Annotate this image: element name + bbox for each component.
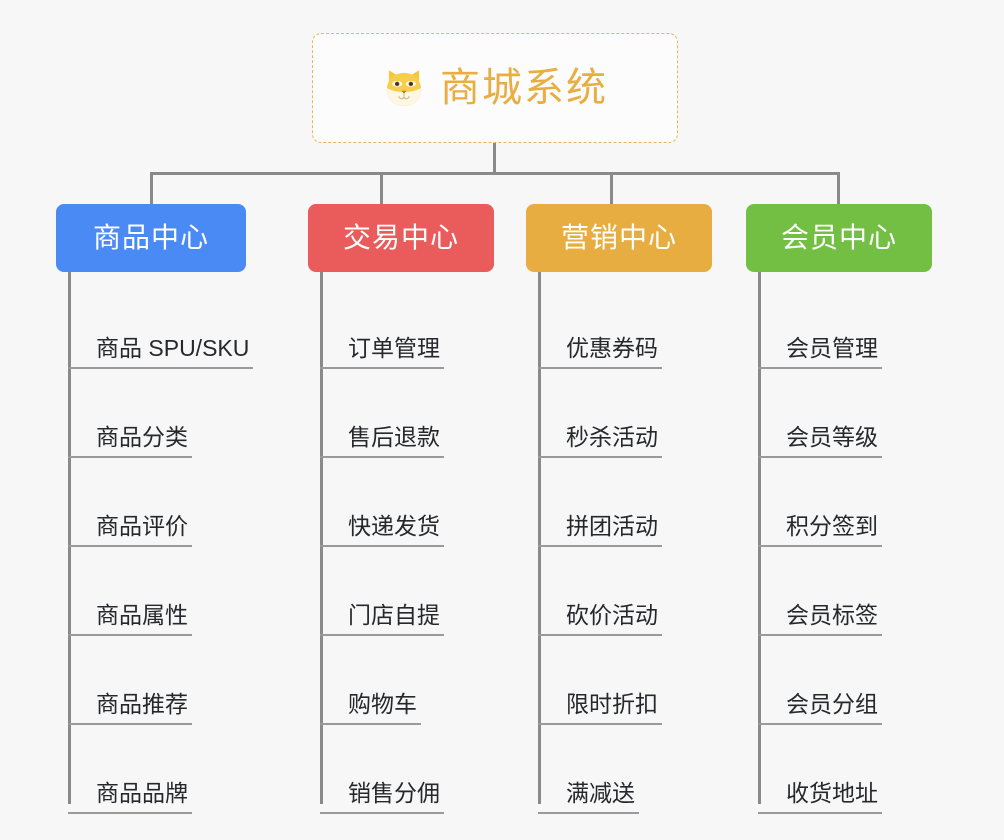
leaf-item[interactable]: 商品推荐	[68, 636, 246, 725]
leaf-label: 商品评价	[68, 513, 192, 547]
branch-header-3[interactable]: 会员中心	[746, 204, 932, 272]
leaf-label: 积分签到	[758, 513, 882, 547]
leaf-item[interactable]: 优惠券码	[538, 280, 712, 369]
leaf-label: 收货地址	[758, 780, 882, 814]
branch-spine-1	[320, 272, 323, 804]
branch-column-3: 会员中心 会员管理 会员等级 积分签到 会员标签 会员分组 收货地址	[746, 204, 932, 814]
leaf-item[interactable]: 砍价活动	[538, 547, 712, 636]
root-node[interactable]: 商城系统	[312, 33, 678, 143]
leaf-label: 售后退款	[320, 424, 444, 458]
leaf-label: 满减送	[538, 780, 639, 814]
branch-header-2[interactable]: 营销中心	[526, 204, 712, 272]
leaf-item[interactable]: 拼团活动	[538, 458, 712, 547]
branch-spine-0	[68, 272, 71, 804]
leaf-item[interactable]: 购物车	[320, 636, 494, 725]
leaf-label: 会员分组	[758, 691, 882, 725]
leaf-label: 商品品牌	[68, 780, 192, 814]
connector-horizontal-rail	[150, 172, 840, 175]
leaf-item[interactable]: 会员管理	[758, 280, 932, 369]
branch-column-2: 营销中心 优惠券码 秒杀活动 拼团活动 砍价活动 限时折扣 满减送	[526, 204, 712, 814]
leaf-item[interactable]: 会员标签	[758, 547, 932, 636]
leaf-label: 会员等级	[758, 424, 882, 458]
connector-drop-1	[380, 172, 383, 206]
branch-label-2: 营销中心	[560, 222, 677, 253]
leaf-item[interactable]: 快递发货	[320, 458, 494, 547]
leaf-item[interactable]: 门店自提	[320, 547, 494, 636]
leaf-label: 优惠券码	[538, 335, 662, 369]
shiba-dog-face-icon	[382, 66, 426, 110]
leaf-label: 拼团活动	[538, 513, 662, 547]
leaf-label: 会员管理	[758, 335, 882, 369]
branch-spine-3	[758, 272, 761, 804]
leaf-label: 会员标签	[758, 602, 882, 636]
leaf-item[interactable]: 秒杀活动	[538, 369, 712, 458]
leaf-label: 商品 SPU/SKU	[68, 335, 254, 369]
leaf-item[interactable]: 订单管理	[320, 280, 494, 369]
branch-spine-2	[538, 272, 541, 804]
leaf-label: 商品属性	[68, 602, 192, 636]
leaf-label: 门店自提	[320, 602, 444, 636]
connector-drop-2	[610, 172, 613, 206]
leaf-item[interactable]: 会员等级	[758, 369, 932, 458]
connector-drop-0	[150, 172, 153, 206]
leaf-item[interactable]: 商品评价	[68, 458, 246, 547]
branch-header-0[interactable]: 商品中心	[56, 204, 246, 272]
branch-body-0: 商品 SPU/SKU 商品分类 商品评价 商品属性 商品推荐 商品品牌	[56, 272, 254, 814]
leaf-item[interactable]: 商品分类	[68, 369, 246, 458]
leaf-label: 商品推荐	[68, 691, 192, 725]
leaf-item[interactable]: 销售分佣	[320, 725, 494, 814]
branch-body-2: 优惠券码 秒杀活动 拼团活动 砍价活动 限时折扣 满减送	[526, 272, 712, 814]
branch-label-0: 商品中心	[92, 222, 209, 253]
branch-body-1: 订单管理 售后退款 快递发货 门店自提 购物车 销售分佣	[308, 272, 494, 814]
leaf-item[interactable]: 积分签到	[758, 458, 932, 547]
leaf-item[interactable]: 满减送	[538, 725, 712, 814]
leaf-item[interactable]: 会员分组	[758, 636, 932, 725]
leaf-label: 快递发货	[320, 513, 444, 547]
leaf-item[interactable]: 收货地址	[758, 725, 932, 814]
leaf-label: 限时折扣	[538, 691, 662, 725]
branch-column-0: 商品中心 商品 SPU/SKU 商品分类 商品评价 商品属性 商品推荐 商品品牌	[56, 204, 254, 814]
leaf-item[interactable]: 商品品牌	[68, 725, 246, 814]
connector-drop-3	[837, 172, 840, 206]
connector-root-stem	[493, 143, 496, 175]
leaf-item[interactable]: 售后退款	[320, 369, 494, 458]
branch-body-3: 会员管理 会员等级 积分签到 会员标签 会员分组 收货地址	[746, 272, 932, 814]
branch-label-3: 会员中心	[780, 222, 897, 253]
branch-header-1[interactable]: 交易中心	[308, 204, 494, 272]
leaf-label: 订单管理	[320, 335, 444, 369]
leaf-item[interactable]: 商品属性	[68, 547, 246, 636]
branch-column-1: 交易中心 订单管理 售后退款 快递发货 门店自提 购物车 销售分佣	[308, 204, 494, 814]
leaf-label: 秒杀活动	[538, 424, 662, 458]
leaf-label: 销售分佣	[320, 780, 444, 814]
branch-label-1: 交易中心	[342, 222, 459, 253]
leaf-label: 商品分类	[68, 424, 192, 458]
leaf-label: 砍价活动	[538, 602, 662, 636]
leaf-item[interactable]: 限时折扣	[538, 636, 712, 725]
leaf-label: 购物车	[320, 691, 421, 725]
root-title: 商城系统	[440, 66, 608, 110]
leaf-item[interactable]: 商品 SPU/SKU	[68, 280, 254, 369]
